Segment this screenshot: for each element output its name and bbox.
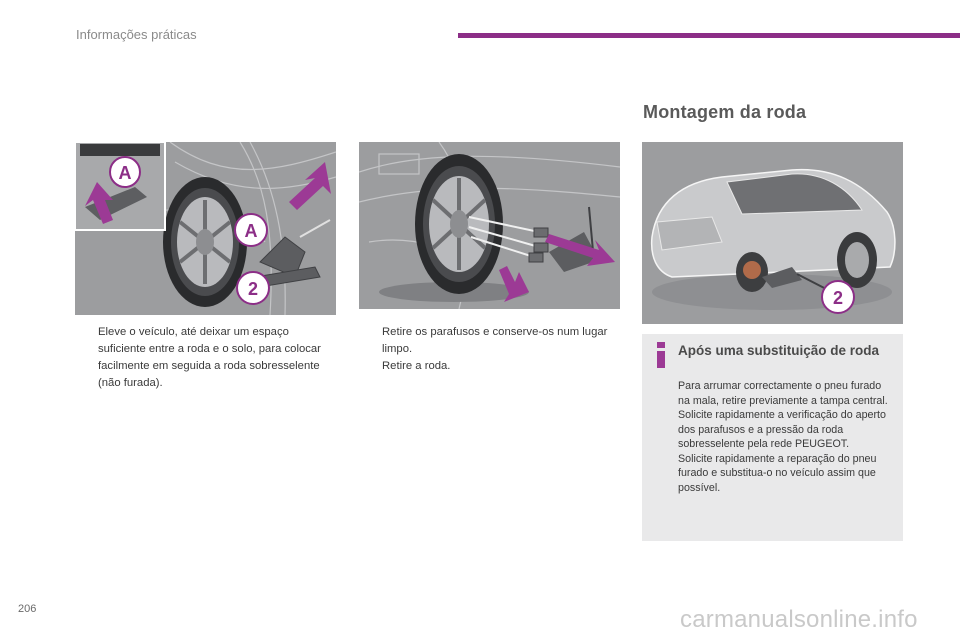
info-title: Após uma substituição de roda: [678, 343, 880, 358]
step-item: Retire a roda.: [364, 358, 614, 375]
section-header: Informações práticas: [76, 27, 197, 42]
info-paragraph: Para arrumar correctamente o pneu furado…: [678, 380, 888, 407]
info-icon: [657, 342, 665, 368]
info-paragraph: Solicite rapidamente a verificação do ap…: [678, 409, 886, 450]
page-title: Montagem da roda: [643, 102, 807, 122]
step-item: Retire os parafusos e conserve-os num lu…: [364, 324, 614, 358]
step-text: Retire a roda.: [382, 360, 451, 372]
callout-a: A: [245, 221, 258, 241]
info-box: Após uma substituição de roda Para arrum…: [642, 334, 903, 541]
watermark: carmanualsonline.info: [680, 606, 918, 633]
illustration-raise-vehicle: A A 2: [75, 142, 336, 315]
callout-2: 2: [248, 279, 258, 299]
page-number: 206: [18, 603, 37, 615]
header-accent-bar: [458, 33, 960, 38]
info-paragraph: Solicite rapidamente a reparação do pneu…: [678, 452, 877, 494]
illustration-car-on-jack: 2: [642, 142, 903, 324]
step-item: Eleve o veículo, até deixar um espaço su…: [80, 324, 330, 392]
callout-a-inset: A: [119, 163, 132, 183]
callout-2: 2: [833, 288, 843, 308]
info-body: Para arrumar correctamente o pneu furado…: [678, 379, 892, 495]
steps-left: Eleve o veículo, até deixar um espaço su…: [80, 324, 330, 392]
step-text: Eleve o veículo, até deixar um espaço su…: [98, 326, 321, 389]
step-text: Retire os parafusos e conserve-os num lu…: [382, 326, 608, 355]
steps-middle: Retire os parafusos e conserve-os num lu…: [364, 324, 614, 375]
illustration-remove-bolts: [359, 142, 620, 309]
